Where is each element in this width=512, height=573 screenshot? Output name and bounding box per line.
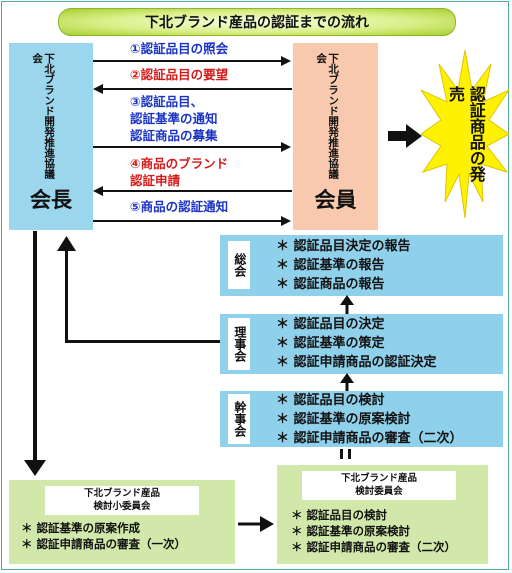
diagram-title: 下北ブランド産品の認証までの流れ <box>58 8 456 36</box>
kanjikai-label: 幹事会 <box>228 394 250 444</box>
kanjikai-panel: 幹事会 ＊ 認証品目の検討 ＊ 認証基準の原案検討 ＊ 認証申請商品の審査（二次… <box>220 391 503 447</box>
list-item: ＊ 認証申請商品の審査（二次） <box>291 540 457 554</box>
list-item: ＊ 認証基準の原案検討 <box>276 412 411 427</box>
sokai-items: ＊ 認証品目決定の報告 ＊ 認証基準の報告 ＊ 認証商品の報告 <box>276 237 411 294</box>
member-role-label: 会員 <box>314 188 357 212</box>
list-item: ＊ 認証基準の報告 <box>276 258 385 273</box>
arrowhead-left-icon <box>93 186 103 196</box>
arrow-up-icon <box>340 373 354 391</box>
committee-title: 下北ブランド産品 検討委員会 <box>302 471 456 500</box>
list-item: ＊ 認証申請商品の認証決定 <box>276 355 437 370</box>
member-org-label: 下北ブランド開発推進協議会 <box>315 53 340 179</box>
sub-committee-panel: 下北ブランド産品 検討小委員会 ＊ 認証基準の原案作成 ＊ 認証申請商品の審査（… <box>9 480 235 564</box>
message-2-arrow <box>101 88 292 90</box>
chairman-org-label: 下北ブランド開発推進協議会 <box>31 53 56 179</box>
connector-line <box>340 449 343 459</box>
committee-panel: 下北ブランド産品 検討委員会 ＊ 認証品目の検討 ＊ 認証基準の原案検討 ＊ 認… <box>277 465 488 564</box>
message-5: ⑤商品の認証通知 <box>130 199 229 214</box>
rijikai-label: 理事会 <box>228 318 250 370</box>
sokai-label: 総会 <box>228 241 250 289</box>
arrowhead-left-icon <box>93 84 103 94</box>
product-launch-label: 認証商品の発売 <box>446 86 486 182</box>
arrow-down-icon <box>24 460 46 476</box>
arrow-right-icon <box>238 516 274 532</box>
chairman-box: 下北ブランド開発推進協議会 会長 <box>9 43 93 230</box>
list-item: ＊ 認証品目の決定 <box>276 317 385 332</box>
chairman-role-label: 会長 <box>30 188 72 212</box>
up-arrow-shaft <box>65 250 68 342</box>
list-item: ＊ 認証申請商品の審査（一次） <box>21 537 187 551</box>
message-4: ④商品のブランド 認証申請 <box>130 156 229 188</box>
list-item: ＊ 認証品目の検討 <box>291 508 388 522</box>
list-item: ＊ 認証基準の原案検討 <box>291 524 411 538</box>
message-1: ①認証品目の照会 <box>130 41 229 56</box>
arrowhead-right-icon <box>281 56 291 66</box>
message-1-arrow <box>93 60 283 62</box>
arrow-up-icon <box>57 236 76 251</box>
message-3-arrow <box>93 146 283 148</box>
thick-right-arrow-icon <box>388 124 422 148</box>
arrow-up-icon <box>340 295 354 315</box>
sub-committee-items: ＊ 認証基準の原案作成 ＊ 認証申請商品の審査（一次） <box>21 520 186 552</box>
rijikai-items: ＊ 認証品目の決定 ＊ 認証基準の策定 ＊ 認証申請商品の認証決定 <box>276 315 437 372</box>
list-item: ＊ 認証基準の策定 <box>276 336 385 351</box>
arrowhead-right-icon <box>281 216 291 226</box>
message-2: ②認証品目の要望 <box>130 67 229 82</box>
list-item: ＊ 認証基準の原案作成 <box>21 521 141 535</box>
connector-line <box>348 449 351 459</box>
list-item: ＊ 認証申請商品の審査（二次） <box>276 431 463 446</box>
message-3: ③認証品目、 認証基準の通知 認証商品の募集 <box>130 94 218 143</box>
message-5-arrow <box>93 220 283 222</box>
sokai-panel: 総会 ＊ 認証品目決定の報告 ＊ 認証基準の報告 ＊ 認証商品の報告 <box>220 235 503 296</box>
rijikai-panel: 理事会 ＊ 認証品目の決定 ＊ 認証基準の策定 ＊ 認証申請商品の認証決定 <box>220 314 503 374</box>
message-4-arrow <box>101 190 292 192</box>
committee-items: ＊ 認証品目の検討 ＊ 認証基準の原案検討 ＊ 認証申請商品の審査（二次） <box>291 507 456 555</box>
kanjikai-items: ＊ 認証品目の検討 ＊ 認証基準の原案検討 ＊ 認証申請商品の審査（二次） <box>276 391 463 448</box>
down-arrow-shaft <box>33 231 37 463</box>
arrowhead-right-icon <box>281 142 291 152</box>
list-item: ＊ 認証品目の検討 <box>276 393 385 408</box>
member-box: 下北ブランド開発推進協議会 会員 <box>293 43 378 230</box>
list-item: ＊ 認証品目決定の報告 <box>276 239 411 254</box>
starburst-icon <box>421 50 509 218</box>
list-item: ＊ 認証商品の報告 <box>276 277 385 292</box>
sub-committee-title: 下北ブランド産品 検討小委員会 <box>45 486 199 515</box>
rijikai-return-line <box>65 340 220 343</box>
